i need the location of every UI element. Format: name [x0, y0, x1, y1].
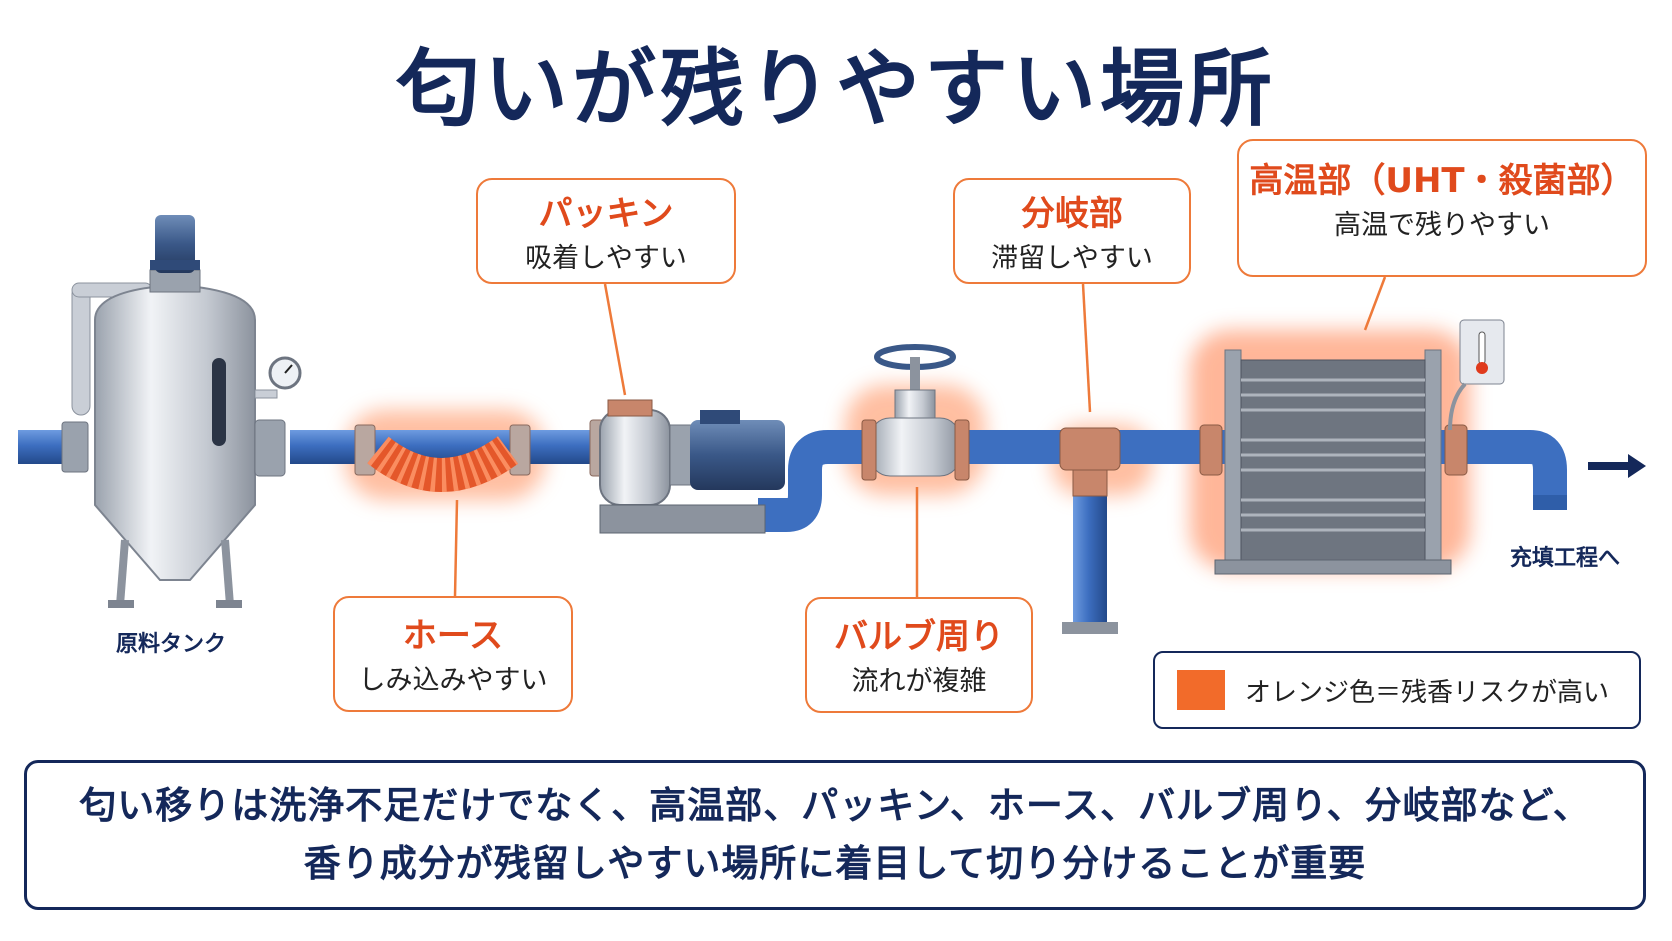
- summary-line-1: 匂い移りは洗浄不足だけでなく、高温部、パッキン、ホース、バルブ周り、分岐部など、: [79, 784, 1591, 827]
- callout-valve-head: バルブ周り: [834, 617, 1004, 657]
- legend-text: オレンジ色＝残香リスクが高い: [1245, 677, 1610, 708]
- pipe-segment-2: [758, 430, 1500, 532]
- summary-box: 匂い移りは洗浄不足だけでなく、高温部、パッキン、ホース、バルブ周り、分岐部など、…: [24, 760, 1646, 910]
- pointer-branch: [1081, 283, 1092, 413]
- corrugated-hose: [354, 424, 531, 492]
- outlet-end: [1533, 495, 1567, 510]
- callout-packing-head: パッキン: [538, 194, 674, 234]
- branch-down-pipe: [1073, 485, 1107, 625]
- callout-hightemp-sub: 高温で残りやすい: [1334, 210, 1550, 241]
- summary-line-2: 香り成分が残留しやすい場所に着目して切り分けることが重要: [303, 842, 1367, 885]
- callout-branch-head: 分岐部: [1021, 194, 1123, 234]
- page-title: 匂いが残りやすい場所: [395, 40, 1276, 138]
- legend-box: オレンジ色＝残香リスクが高い: [1153, 651, 1641, 729]
- agitator-motor: [155, 215, 195, 273]
- callout-hose: ホース しみ込みやすい: [333, 596, 573, 712]
- gate-valve: [861, 344, 970, 481]
- plate-heat-exchanger: [1199, 319, 1505, 575]
- pointer-packing: [603, 283, 627, 396]
- pump-motor: [690, 420, 785, 490]
- branch-tee: [1059, 427, 1121, 497]
- callout-branch: 分岐部 滞留しやすい: [953, 178, 1191, 284]
- callout-hightemp: 高温部（UHT・殺菌部） 高温で残りやすい: [1237, 139, 1647, 277]
- callout-pointers: [453, 276, 1387, 597]
- outlet-arrow-icon: [1588, 454, 1646, 478]
- callout-hose-sub: しみ込みやすい: [358, 665, 548, 696]
- pointer-hightemp: [1363, 276, 1387, 331]
- callout-valve-sub: 流れが複雑: [851, 666, 987, 697]
- outlet-label: 充填工程へ: [1510, 546, 1621, 571]
- thermometer-icon: [1478, 331, 1486, 365]
- branch-foot-flange: [1062, 622, 1118, 634]
- pump-unit: [589, 399, 785, 534]
- raw-material-tank: [61, 215, 302, 608]
- legend-swatch: [1177, 670, 1225, 710]
- callout-packing-sub: 吸着しやすい: [525, 243, 687, 274]
- outlet-elbow: [1480, 430, 1567, 500]
- callout-valve: バルブ周り 流れが複雑: [805, 597, 1033, 713]
- sight-glass: [212, 358, 226, 446]
- tank-label: 原料タンク: [116, 632, 227, 657]
- callout-branch-sub: 滞留しやすい: [991, 243, 1153, 274]
- pointer-hose: [453, 499, 459, 597]
- callout-hose-head: ホース: [402, 616, 504, 656]
- callout-packing: パッキン 吸着しやすい: [476, 178, 736, 284]
- callout-hightemp-head: 高温部（UHT・殺菌部）: [1249, 161, 1635, 201]
